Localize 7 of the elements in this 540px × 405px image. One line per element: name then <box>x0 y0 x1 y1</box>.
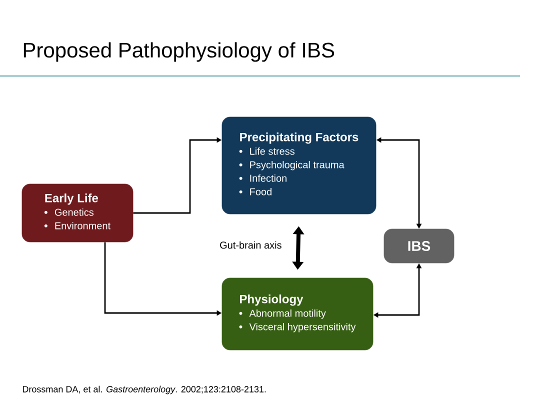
edge-label: Gut-brain axis <box>218 240 283 250</box>
process-box: Early Life Genetics Environment <box>22 184 134 242</box>
citation: Drossman DA, et al. Gastroenterology. 2002;123:2108-2131. <box>22 386 266 394</box>
process-box: Precipitating Factors Life stress Psychological trauma Infection Food <box>222 116 376 214</box>
slide-title: Proposed Pathophysiology of IBS <box>24 42 334 62</box>
process-box: Physiology Abnormal motility Visceral hypersensitivity <box>222 278 374 350</box>
outcome-box: IBS <box>384 228 454 264</box>
